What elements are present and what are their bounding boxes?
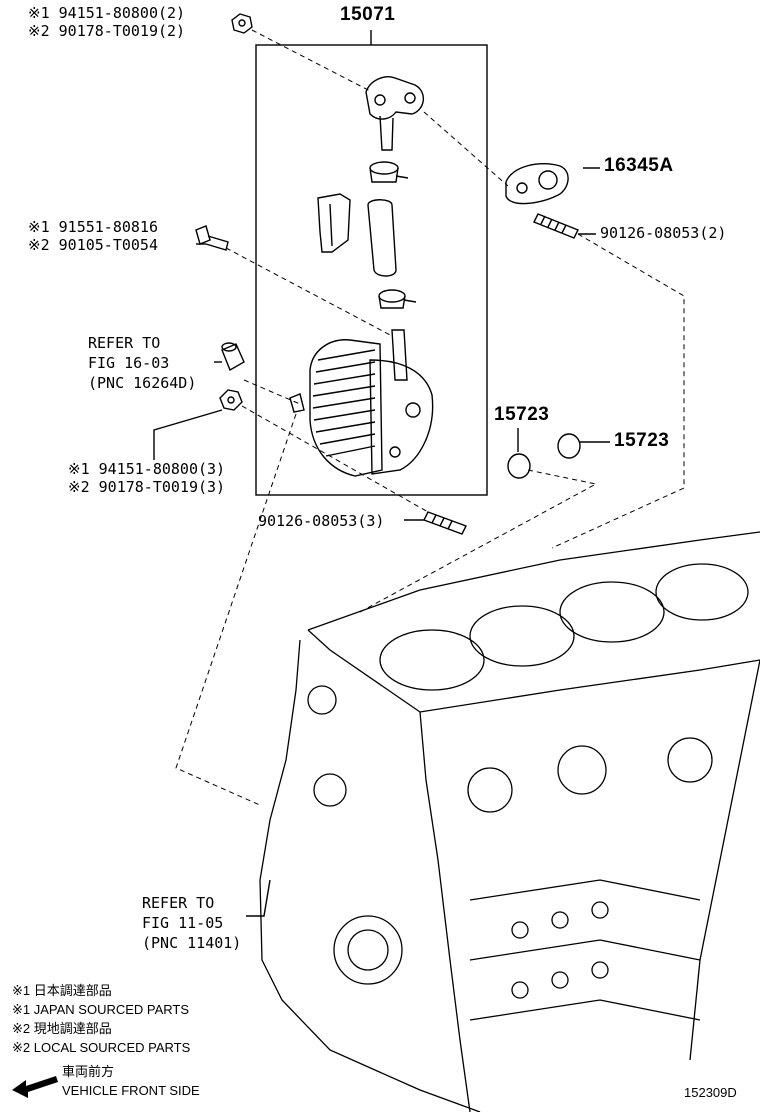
nut-top-label-1: ※1 94151-80800(2) bbox=[28, 4, 186, 22]
tube-icon bbox=[221, 342, 245, 372]
refer-1603-line-1: REFER TO bbox=[88, 334, 161, 352]
nut-top-label-2: ※2 90178-T0019(2) bbox=[28, 22, 186, 40]
legend-line-4: ※2 LOCAL SOURCED PARTS bbox=[12, 1040, 191, 1055]
assy-part-number: 15071 bbox=[340, 4, 396, 25]
bolt-label-2: ※2 90105-T0054 bbox=[28, 236, 158, 254]
gasket-icon bbox=[505, 163, 569, 205]
nut-lower-label-1: ※1 94151-80800(3) bbox=[68, 460, 226, 478]
front-label-en: VEHICLE FRONT SIDE bbox=[62, 1083, 200, 1098]
bolt-icon bbox=[195, 225, 229, 251]
o-ring-icon bbox=[507, 453, 531, 479]
refer-1105-line-2: FIG 11-05 bbox=[142, 914, 224, 932]
stud-icon bbox=[423, 511, 467, 535]
refer-1105-line-3: (PNC 11401) bbox=[142, 934, 242, 952]
stud-lower-part-number: 90126-08053(3) bbox=[258, 512, 385, 530]
hose-icon bbox=[367, 199, 397, 277]
oil-cooler-icon bbox=[289, 329, 434, 477]
pipe-flange-icon bbox=[365, 76, 424, 151]
gasket-part-number: 16345A bbox=[604, 155, 674, 176]
refer-1603-line-3: (PNC 16264D) bbox=[88, 374, 197, 392]
nut-icon bbox=[219, 389, 243, 411]
refer-1603-line-2: FIG 16-03 bbox=[88, 354, 170, 372]
legend-line-2: ※1 JAPAN SOURCED PARTS bbox=[12, 1002, 190, 1017]
nut-icon bbox=[231, 13, 253, 34]
bolt-label-1: ※1 91551-80816 bbox=[28, 218, 158, 236]
hose-clamp-icon bbox=[369, 161, 409, 183]
stud-icon bbox=[533, 213, 579, 239]
o-ring-part-number-b: 15723 bbox=[614, 430, 670, 451]
bracket-icon bbox=[317, 193, 351, 253]
nut-lower-label-2: ※2 90178-T0019(3) bbox=[68, 478, 226, 496]
legend-line-3: ※2 現地調達部品 bbox=[12, 1021, 112, 1036]
legend-line-1: ※1 日本調達部品 bbox=[12, 983, 112, 998]
stud-right-part-number: 90126-08053(2) bbox=[600, 224, 727, 242]
front-label-jp: 車両前方 bbox=[62, 1064, 115, 1079]
diagram-id: 152309D bbox=[684, 1085, 737, 1100]
cylinder-block-icon bbox=[259, 531, 760, 1112]
o-ring-part-number-a: 15723 bbox=[494, 404, 550, 425]
refer-1105-line-1: REFER TO bbox=[142, 894, 215, 912]
o-ring-icon bbox=[557, 433, 581, 459]
front-arrow-icon bbox=[12, 1076, 58, 1098]
hose-clamp-icon bbox=[378, 289, 417, 309]
